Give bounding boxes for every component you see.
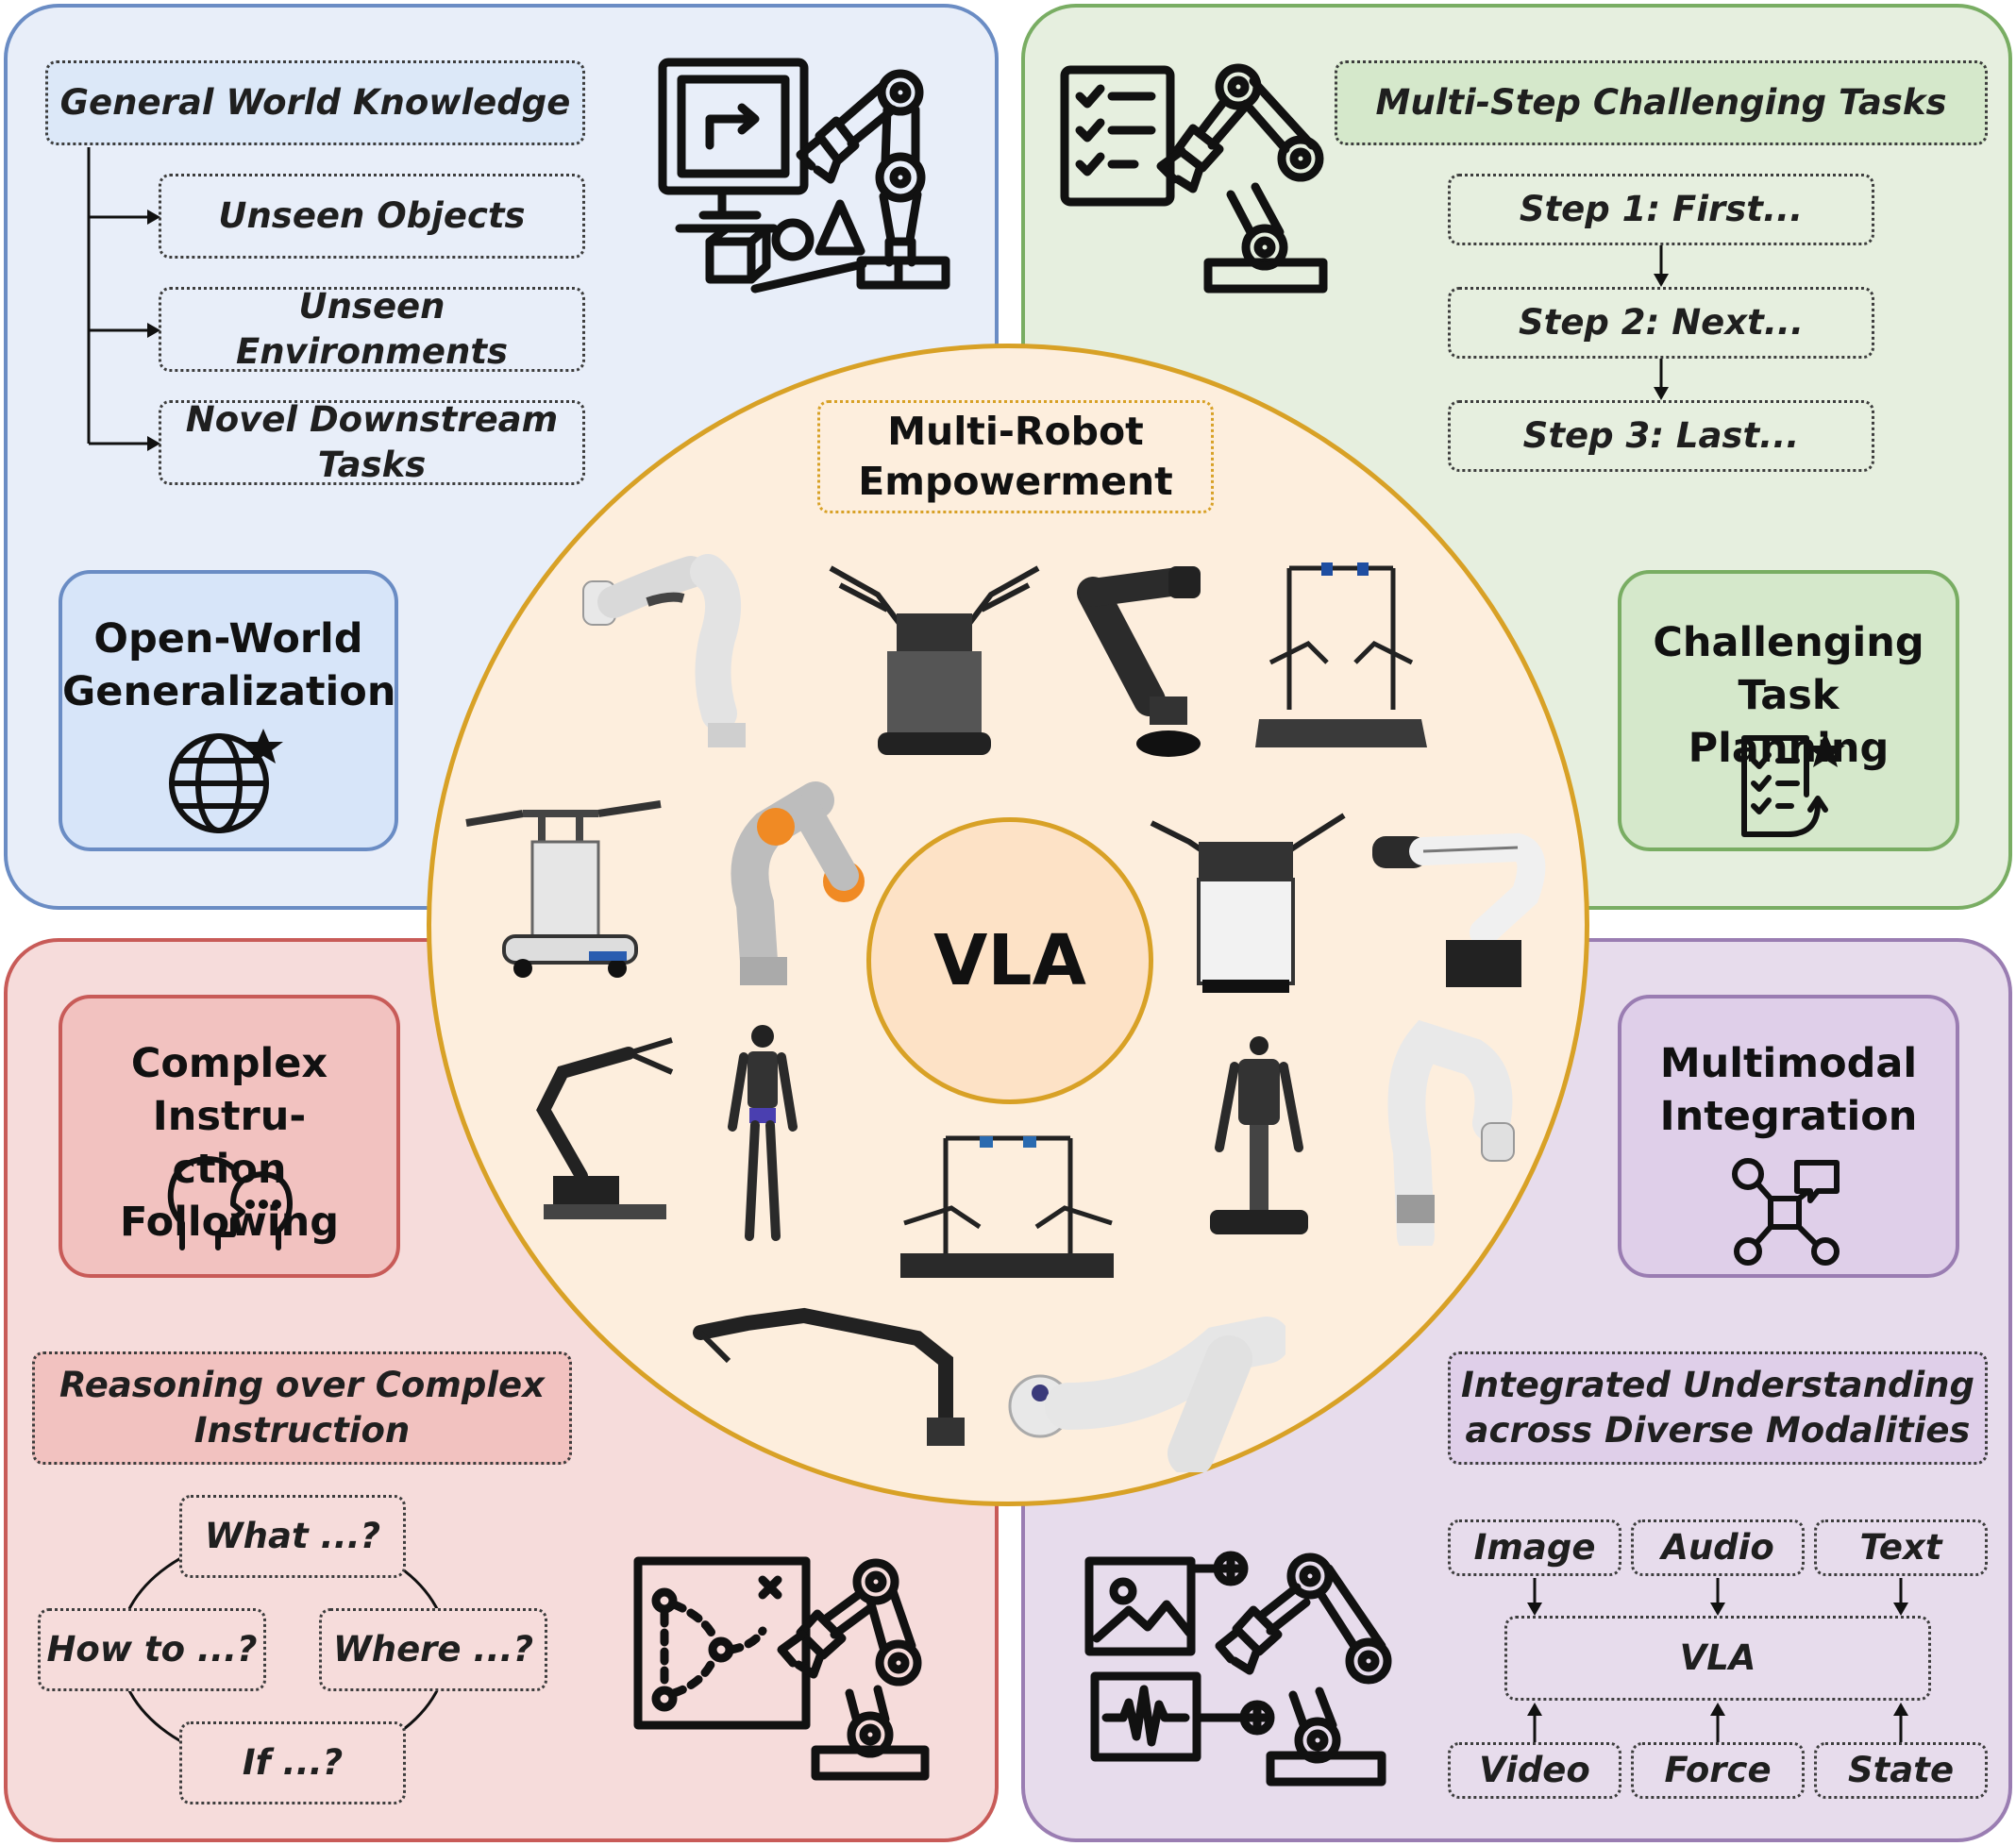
image-audio-robot-arm-icon — [1084, 1551, 1392, 1787]
caption-line: Challenging Task — [1653, 619, 1924, 719]
robot-arm-kuka — [731, 781, 865, 985]
step-box: Step 2: Next... — [1448, 287, 1874, 359]
integrated-line: Integrated Understanding — [1461, 1364, 1974, 1405]
multimodal-integration-caption: Multimodal Integration — [1618, 995, 1959, 1278]
knowledge-tree-connector — [87, 147, 160, 451]
modality-box: State — [1814, 1742, 1988, 1799]
caption-line: Integration — [1659, 1092, 1918, 1140]
robot-arm-white-black — [1372, 832, 1546, 987]
reasoning-line: Instruction — [193, 1410, 411, 1451]
robot-bimanual-mobile — [829, 565, 1040, 755]
modality-box: Video — [1448, 1742, 1621, 1799]
badge-line: Multi-Robot — [887, 408, 1144, 454]
modality-box: Audio — [1631, 1519, 1805, 1576]
modality-box: Image — [1448, 1519, 1621, 1576]
robot-aloha-frame-small — [900, 1135, 1114, 1278]
robot-humanoid — [728, 1025, 798, 1241]
reasoning-line: Reasoning over Complex — [59, 1364, 545, 1405]
robot-arm-kinova — [1008, 1317, 1285, 1472]
robot-aloha-frame — [1255, 562, 1427, 747]
robot-dual-arm-cart — [1150, 813, 1346, 993]
list-item: Novel Downstream Tasks — [159, 399, 585, 485]
caption-line: Generalization — [62, 667, 396, 715]
computer-robot-arm-icon — [658, 58, 950, 294]
robot-arm-desk — [536, 1037, 674, 1219]
general-world-knowledge-box: General World Knowledge — [45, 60, 585, 145]
modality-box: Text — [1814, 1519, 1988, 1576]
complex-instruction-following-caption: Complex Instru- ction Following — [59, 995, 400, 1278]
challenging-task-planning-caption: Challenging Task Planning — [1618, 570, 1959, 851]
map-robot-arm-icon — [633, 1556, 930, 1781]
caption-line: Open-World — [93, 615, 363, 663]
vla-fusion-box: VLA — [1504, 1616, 1931, 1701]
heads-dialogue-icon — [167, 1156, 293, 1250]
robot-humanoid-wheeled — [1210, 1036, 1308, 1234]
multi-robot-empowerment-badge: Multi-Robot Empowerment — [817, 400, 1214, 513]
question-box: How to ...? — [38, 1608, 266, 1691]
globe-star-icon — [169, 729, 283, 833]
list-item: Unseen Environments — [159, 286, 585, 372]
reasoning-box: Reasoning over Complex Instruction — [32, 1351, 572, 1465]
badge-line: Empowerment — [858, 459, 1173, 504]
caption-line: Complex Instru- — [130, 1040, 328, 1140]
step-arrows — [1654, 245, 1669, 400]
open-world-generalization-caption: Open-World Generalization — [59, 570, 398, 851]
multi-step-tasks-box: Multi-Step Challenging Tasks — [1335, 60, 1988, 145]
list-item: Unseen Objects — [159, 174, 585, 259]
caption-line: Multimodal — [1659, 1040, 1918, 1087]
integrated-understanding-box: Integrated Understanding across Diverse … — [1448, 1351, 1988, 1465]
integrated-line: across Diverse Modalities — [1465, 1410, 1971, 1451]
robot-arm-long — [693, 1307, 965, 1446]
question-box: Where ...? — [319, 1608, 547, 1691]
step-box: Step 3: Last... — [1448, 400, 1874, 472]
vla-core: VLA — [866, 817, 1153, 1104]
step-box: Step 1: First... — [1448, 174, 1874, 245]
caption-line: Planning — [1688, 724, 1890, 772]
question-box: If ...? — [179, 1721, 406, 1804]
checklist-icon — [1741, 732, 1845, 837]
robot-arm-white — [1387, 1019, 1515, 1246]
robot-mobile-manipulator — [465, 800, 662, 978]
modality-box: Force — [1631, 1742, 1805, 1799]
robot-arm-black — [1077, 566, 1201, 757]
caption-line: ction Following — [119, 1145, 340, 1246]
question-box: What ...? — [179, 1495, 406, 1578]
network-icon — [1732, 1158, 1840, 1266]
robot-arm-franka — [582, 554, 746, 747]
modality-arrows — [1527, 1578, 1908, 1742]
checklist-robot-arm-icon — [1060, 63, 1328, 294]
